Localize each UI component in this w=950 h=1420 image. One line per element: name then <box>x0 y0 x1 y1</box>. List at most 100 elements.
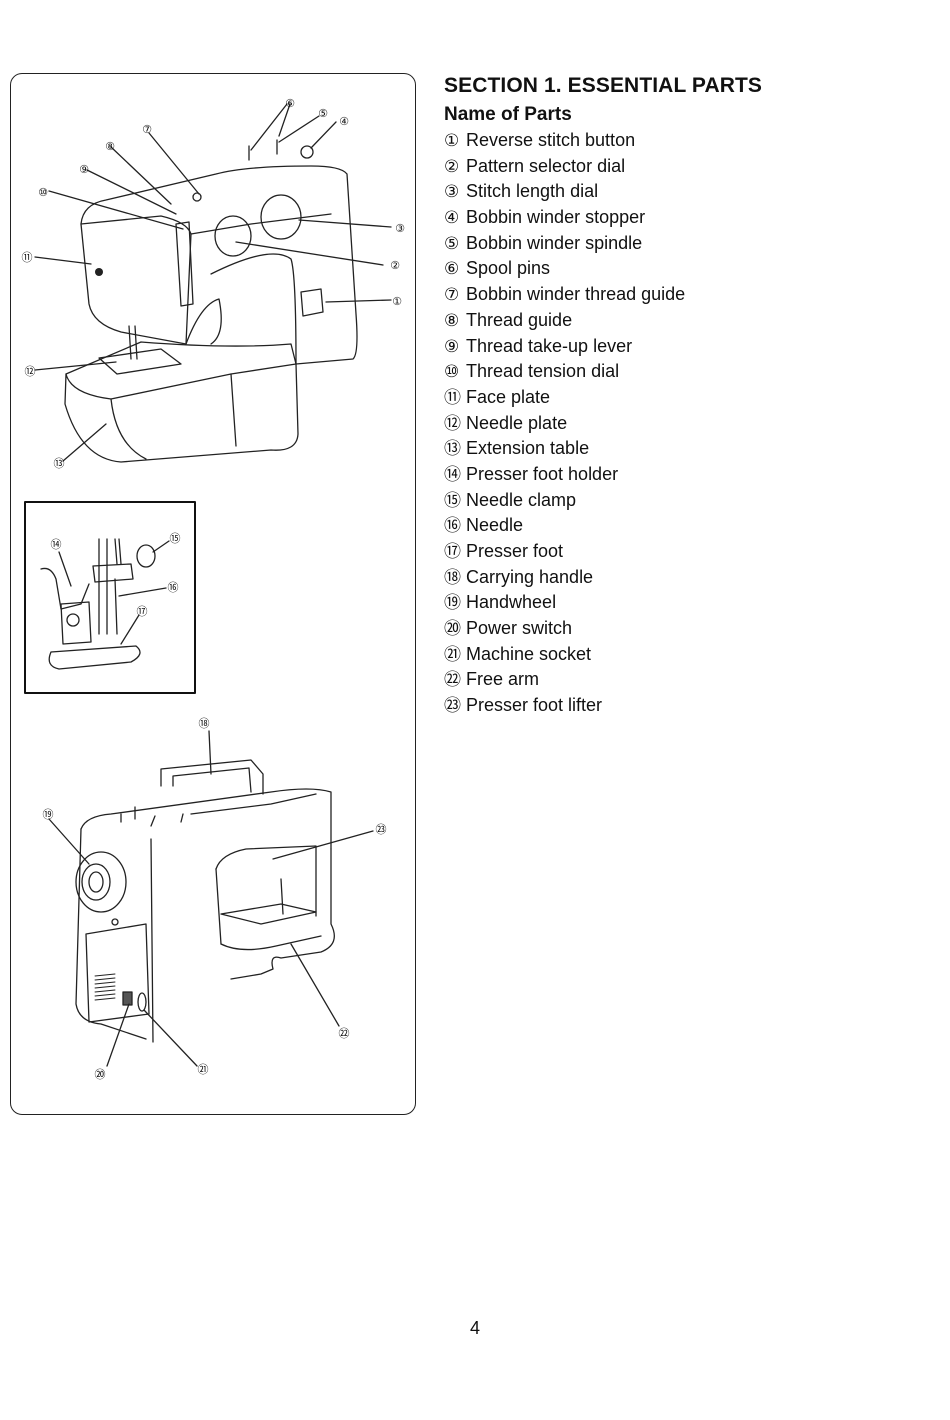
parts-illustration-panel: ① ② ③ ④ ⑤ ⑥ ⑦ ⑧ ⑨ ⑩ ⑪ ⑫ ⑬ <box>10 73 416 1115</box>
part-name: Thread guide <box>466 309 573 330</box>
detail-view-frame <box>24 501 196 694</box>
part-name: Presser foot holder <box>466 463 619 484</box>
svg-text:㉒: ㉒ <box>339 1027 350 1040</box>
detail-view-callouts: ⑭ ⑮ ⑯ ⑰ <box>51 532 181 618</box>
part-name: Handwheel <box>466 592 557 613</box>
svg-text:⑯: ⑯ <box>168 581 179 594</box>
part-number: ㉒ <box>444 670 461 691</box>
part-name: Needle plate <box>466 412 568 433</box>
part-number: ㉑ <box>444 644 461 665</box>
part-name: Presser foot lifter <box>466 695 603 716</box>
parts-list-item: ③ Stitch length dial <box>444 179 685 205</box>
part-name: Reverse stitch button <box>466 130 636 150</box>
parts-list-item: ⑥ Spool pins <box>444 256 685 282</box>
part-number: ⑮ <box>444 490 461 511</box>
part-number: ⑯ <box>444 516 461 537</box>
part-name: Needle clamp <box>466 489 577 510</box>
parts-list-item: ⑧ Thread guide <box>444 308 685 334</box>
part-number: ⑫ <box>444 413 461 434</box>
section-title: SECTION 1. ESSENTIAL PARTS <box>444 74 763 97</box>
part-number: ① <box>444 131 460 151</box>
parts-list-item: ① Reverse stitch button <box>444 128 685 154</box>
part-number: ⑪ <box>444 387 461 408</box>
part-name: Machine socket <box>466 643 592 664</box>
part-name: Presser foot <box>466 541 564 561</box>
part-name: Stitch length dial <box>466 181 599 202</box>
svg-text:⑦: ⑦ <box>142 123 152 136</box>
parts-list-item: ⑨ Thread take-up lever <box>444 334 685 360</box>
svg-text:⑳: ⑳ <box>95 1068 106 1081</box>
parts-list-item: ⑩ Thread tension dial <box>444 359 685 385</box>
svg-text:⑧: ⑧ <box>105 140 115 153</box>
rear-view-callouts: ⑱ ⑲ ㉓ ㉒ ⑳ ㉑ <box>43 717 387 1081</box>
svg-text:①: ① <box>392 295 402 308</box>
part-name: Bobbin winder stopper <box>466 207 646 228</box>
part-number: ⑳ <box>444 619 461 640</box>
part-name: Free arm <box>466 669 540 690</box>
svg-text:⑩: ⑩ <box>38 186 48 199</box>
part-name: Bobbin winder spindle <box>466 232 643 253</box>
parts-heading: Name of Parts <box>444 104 572 125</box>
part-name: Extension table <box>466 438 590 459</box>
svg-text:⑫: ⑫ <box>25 365 36 378</box>
svg-text:⑱: ⑱ <box>199 717 210 730</box>
part-name: Face plate <box>466 386 551 407</box>
part-name: Carrying handle <box>466 566 594 587</box>
svg-text:㉑: ㉑ <box>198 1063 209 1076</box>
part-number: ⑭ <box>444 464 461 485</box>
part-name: Power switch <box>466 618 573 639</box>
part-number: ④ <box>444 208 460 229</box>
rear-view-drawing <box>48 730 374 1067</box>
part-number: ㉓ <box>444 696 461 717</box>
svg-text:③: ③ <box>395 222 405 235</box>
svg-text:②: ② <box>390 259 400 272</box>
sewing-machine-illustration: ① ② ③ ④ ⑤ ⑥ ⑦ ⑧ ⑨ ⑩ ⑪ ⑫ ⑬ <box>22 97 406 1081</box>
front-view-drawing <box>34 103 392 463</box>
part-number: ⑰ <box>444 542 461 562</box>
svg-text:⑪: ⑪ <box>22 251 33 264</box>
parts-list: ① Reverse stitch button ② Pattern selector … <box>444 128 685 719</box>
part-number: ⑧ <box>444 310 460 331</box>
parts-list-item: ④ Bobbin winder stopper <box>444 205 685 231</box>
part-number: ⑥ <box>444 259 460 280</box>
parts-list-item: ② Pattern selector dial <box>444 154 685 180</box>
svg-text:⑮: ⑮ <box>170 532 181 545</box>
part-name: Needle <box>466 515 524 536</box>
svg-text:⑨: ⑨ <box>79 163 89 176</box>
svg-text:㉓: ㉓ <box>376 823 387 836</box>
part-name: Pattern selector dial <box>466 155 626 176</box>
page-number: 4 <box>469 1318 480 1338</box>
part-name: Thread tension dial <box>466 361 620 382</box>
part-number: ⑩ <box>444 362 460 383</box>
svg-text:⑭: ⑭ <box>51 538 62 551</box>
part-number: ⑲ <box>444 593 461 614</box>
detail-view-drawing <box>40 538 170 670</box>
part-number: ⑤ <box>444 233 460 254</box>
part-name: Spool pins <box>466 258 551 279</box>
part-number: ⑦ <box>444 285 460 306</box>
svg-text:⑤: ⑤ <box>318 107 328 120</box>
svg-text:⑬: ⑬ <box>54 457 65 470</box>
svg-text:⑲: ⑲ <box>43 808 54 821</box>
parts-list-item: ⑤ Bobbin winder spindle <box>444 231 685 257</box>
part-number: ⑨ <box>444 336 460 357</box>
front-view-callouts: ① ② ③ ④ ⑤ ⑥ ⑦ ⑧ ⑨ ⑩ ⑪ ⑫ ⑬ <box>22 97 406 470</box>
part-name: Thread take-up lever <box>466 335 633 356</box>
part-number: ③ <box>444 182 460 203</box>
svg-text:④: ④ <box>339 115 349 128</box>
svg-text:⑥: ⑥ <box>285 97 295 110</box>
part-number: ② <box>444 156 460 177</box>
